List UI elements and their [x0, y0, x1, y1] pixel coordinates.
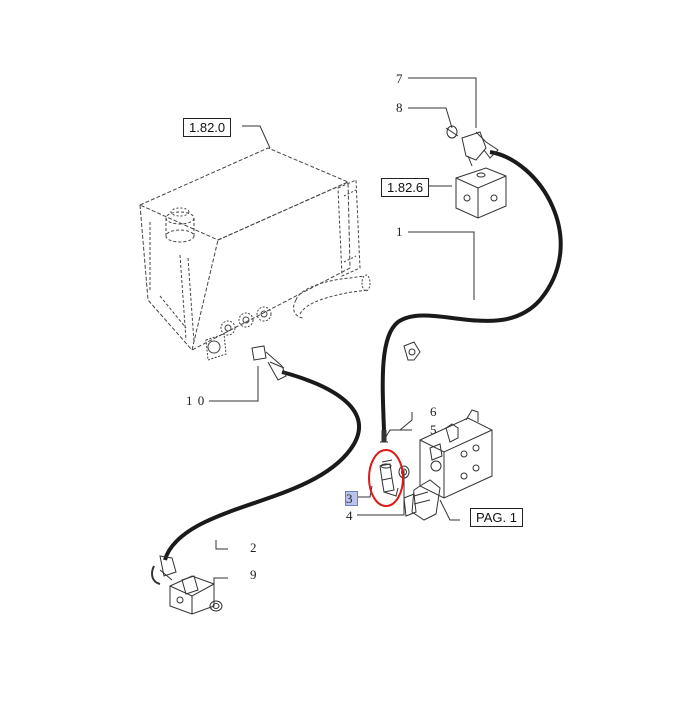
part-label-3: 3	[346, 491, 354, 506]
elbow-fitting	[379, 459, 399, 497]
part-label-10: 1 0	[186, 393, 206, 408]
leader-lines	[209, 77, 477, 592]
hose-10-and-2	[151, 345, 361, 585]
main-valve-block	[398, 409, 493, 521]
block-1-82-6	[455, 167, 507, 219]
part-label-4: 4	[346, 508, 354, 523]
hydraulic-tank	[138, 147, 371, 361]
highlight-circle	[368, 449, 404, 507]
part-label-1: 1	[396, 224, 404, 239]
part-label-5: 5	[430, 422, 438, 437]
tank-reference-box: 1.82.0	[183, 118, 232, 137]
small-valve-block	[169, 575, 223, 615]
part-label-2: 2	[250, 540, 258, 555]
part-label-7: 7	[396, 71, 404, 86]
page-reference-box: PAG. 1	[470, 508, 523, 527]
hose-1	[380, 150, 563, 443]
block-reference-box: 1.82.6	[381, 178, 430, 197]
part-label-3-highlight	[345, 491, 358, 506]
part-label-9: 9	[250, 567, 258, 582]
tee-fitting	[445, 125, 499, 167]
part-label-8: 8	[396, 100, 404, 115]
hose-clip	[403, 341, 421, 361]
part-label-6: 6	[430, 404, 438, 419]
